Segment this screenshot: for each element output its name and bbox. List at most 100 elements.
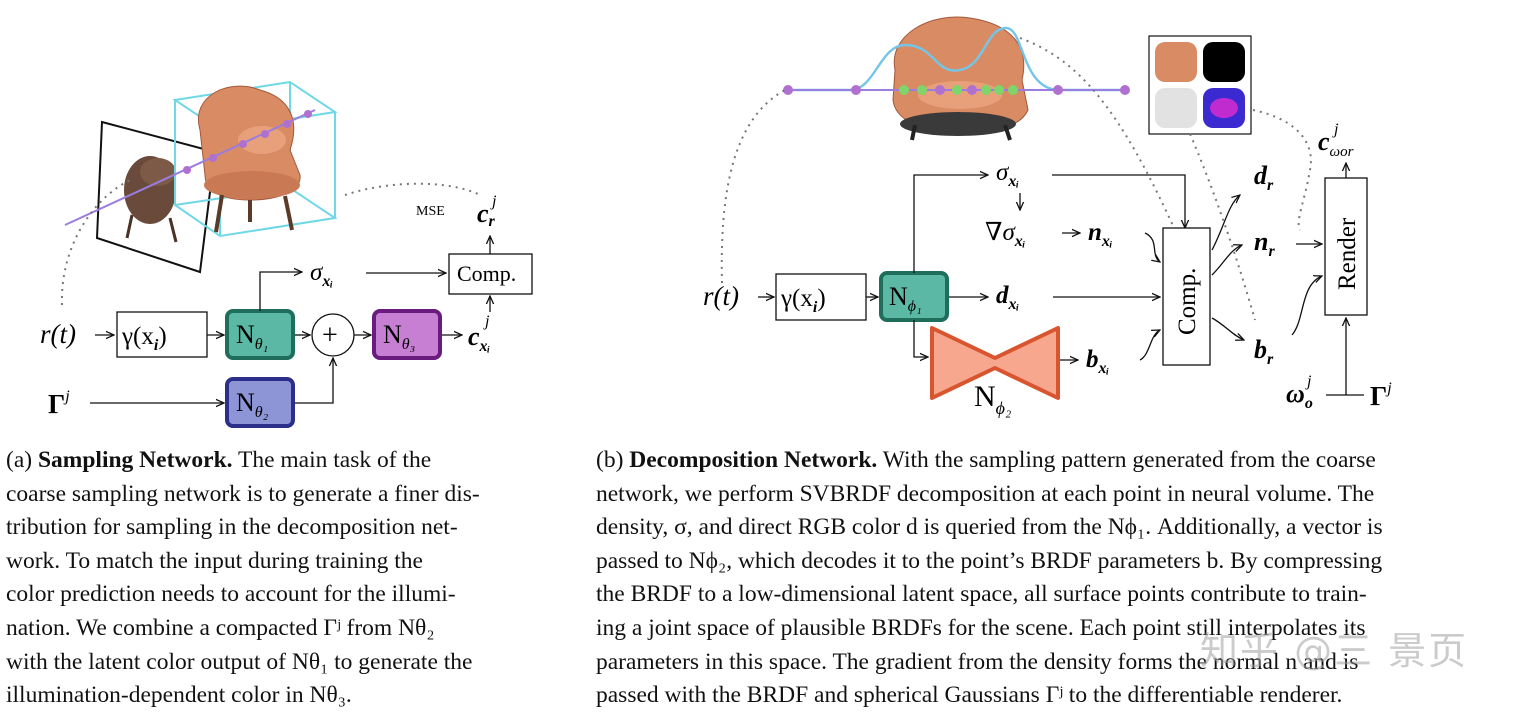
sample-point-fine <box>1008 85 1018 95</box>
caption-b-text: network, we perform SVBRDF decomposition… <box>596 480 1375 507</box>
caption-a-line: illumination-dependent color in Nθ₃. <box>6 679 566 713</box>
arrow <box>1211 317 1244 340</box>
caption-b-text: With the sampling pattern generated from… <box>877 447 1376 473</box>
n-theta2-block <box>225 377 295 428</box>
dotted-path-rt-b <box>720 89 786 284</box>
label-n-phi1: Nϕ₁ <box>889 282 922 315</box>
label-comp-a: Comp. <box>457 261 516 286</box>
sample-point <box>209 154 217 162</box>
label-n-xi: nxᵢ <box>1088 219 1113 250</box>
comp-box-b <box>1162 227 1211 366</box>
sample-point <box>283 120 291 128</box>
label-grad-sigma: ∇σxᵢ <box>985 219 1026 250</box>
render-box <box>1324 177 1368 316</box>
caption-b-text: parameters in this space. The gradient f… <box>596 648 1359 675</box>
camera-ray <box>64 109 316 226</box>
caption-a-line: coarse sampling network is to generate a… <box>6 478 566 512</box>
caption-a-line: with the latent color output of Nθ₁ to g… <box>6 646 566 680</box>
arrow <box>1211 195 1240 251</box>
caption-a-text: coarse sampling network is to generate a… <box>6 480 480 507</box>
label-b-xi: bxᵢ <box>1086 346 1110 377</box>
arrow <box>1052 174 1185 228</box>
dotted-path-render <box>1252 109 1312 231</box>
caption-a-line: work. To match the input during training… <box>6 545 566 579</box>
dotted-path-mse <box>344 182 481 196</box>
caption-b-line: density, σ, and direct RGB color d is qu… <box>596 511 1518 545</box>
label-c-xi: cxᵢ <box>468 322 491 355</box>
arrow <box>1211 245 1242 276</box>
caption-a-line: (a) Sampling Network. The main task of t… <box>6 444 566 478</box>
sample-point <box>851 85 861 95</box>
label-b-r: br <box>1254 335 1274 368</box>
caption-a-text: (a) <box>6 447 38 473</box>
n-phi2-decoder <box>930 326 1060 400</box>
label-n-theta1: Nθ₁ <box>236 320 268 353</box>
label-c-omega: cωor <box>1318 127 1354 160</box>
caption-b-text: passed with the BRDF and spherical Gauss… <box>596 682 1343 709</box>
chair-render-b <box>892 16 1029 141</box>
label-gamma-j-b: Γj <box>1370 380 1392 411</box>
caption-a-title: Sampling Network. <box>37 447 233 473</box>
caption-a-text: illumination-dependent color in Nθ₃. <box>6 682 352 709</box>
roughness-map <box>1155 88 1197 128</box>
caption-b-line: the BRDF to a low-dimensional latent spa… <box>596 578 1518 612</box>
arrow <box>259 272 302 311</box>
caption-b-text: density, σ, and direct RGB color d is qu… <box>596 514 1383 541</box>
caption-a-line: tribution for sampling in the decomposit… <box>6 511 566 545</box>
n-theta3-block <box>372 309 442 360</box>
label-c-xi-sup: j <box>483 313 490 330</box>
caption-b-line: parameters in this space. The gradient f… <box>596 646 1518 680</box>
arrow <box>1139 330 1160 361</box>
caption-a-text: with the latent color output of Nθ₁ to g… <box>6 648 473 675</box>
sample-point-fine <box>994 85 1004 95</box>
label-omega-o-sup: j <box>1305 373 1312 390</box>
figure-diagram: r(t) γ(xi) Nθ₁ σxᵢ Comp. cr j MSE + <box>40 16 1392 428</box>
caption-b-line: passed to Nϕ₂, which decodes it to the p… <box>596 545 1518 579</box>
sample-point <box>1120 85 1130 95</box>
arrow <box>1144 232 1160 262</box>
sample-point <box>183 166 191 174</box>
caption-b-title: Decomposition Network. <box>629 447 878 473</box>
label-gamma-b: γ(xi) <box>780 285 826 316</box>
caption-b-line: passed with the BRDF and spherical Gauss… <box>596 679 1518 713</box>
arrow <box>1291 276 1322 336</box>
image-plane <box>95 120 217 274</box>
sample-point <box>304 110 312 118</box>
label-c-r-sup: j <box>490 193 497 210</box>
sample-point <box>1053 85 1063 95</box>
sample-point <box>239 140 247 148</box>
label-n-theta3: Nθ₃ <box>383 320 415 353</box>
panel-a: r(t) γ(xi) Nθ₁ σxᵢ Comp. cr j MSE + <box>40 80 533 428</box>
caption-a-text: nation. We combine a compacted Γʲ from N… <box>6 614 435 641</box>
chair-render <box>197 85 301 233</box>
label-comp-b: Comp. <box>1174 268 1201 335</box>
caption-a-text: The main task of the <box>232 447 432 473</box>
caption-a: (a) Sampling Network. The main task of t… <box>6 444 566 713</box>
sample-point-fine <box>935 85 945 95</box>
label-c-omega-sup: j <box>1332 121 1339 138</box>
caption-a-line: color prediction needs to account for th… <box>6 578 566 612</box>
caption-b-text: the BRDF to a low-dimensional latent spa… <box>596 581 1367 608</box>
arrow <box>913 320 928 357</box>
watermark: 知乎 @三 景页 <box>1200 629 1469 673</box>
panel-b: r(t) γ(xi) Nϕ₁ σxᵢ ∇σxᵢ nxᵢ dxᵢ <box>703 16 1392 418</box>
label-plus: + <box>322 320 338 351</box>
caption-b-line: ing a joint space of plausible BRDFs for… <box>596 612 1518 646</box>
label-gamma-j-a: Γj <box>48 388 70 419</box>
arrow <box>295 358 333 404</box>
caption-b-text: (b) <box>596 447 630 473</box>
label-rt: r(t) <box>40 319 76 349</box>
label-d-r: dr <box>1254 161 1274 194</box>
brdf-maps <box>1148 35 1252 135</box>
label-omega-o: ωo <box>1286 379 1313 412</box>
label-n-theta2: Nθ₂ <box>236 388 269 421</box>
sample-point-fine <box>981 85 991 95</box>
label-sigma-a: σxᵢ <box>310 259 333 290</box>
caption-b-text: ing a joint space of plausible BRDFs for… <box>596 614 1366 641</box>
mask-map <box>1203 42 1245 82</box>
sample-point-fine <box>899 85 909 95</box>
label-sigma-b: σxᵢ <box>996 159 1019 190</box>
label-c-r: cr <box>477 199 496 230</box>
label-render: Render <box>1334 217 1361 290</box>
gamma-box <box>116 311 208 358</box>
